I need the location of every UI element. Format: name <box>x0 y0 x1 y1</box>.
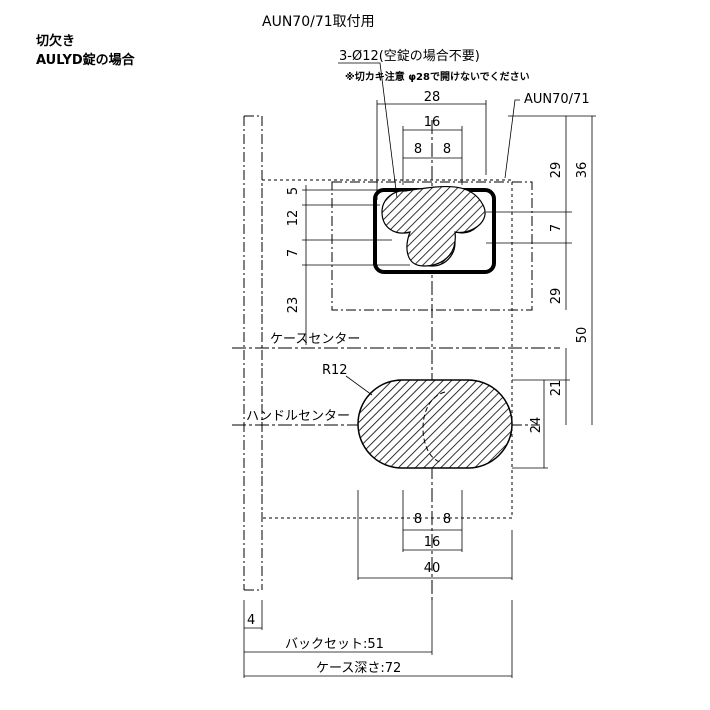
handle-stadium <box>357 379 513 469</box>
case-depth-label: ケース深さ:72 <box>316 661 401 676</box>
radius-label: R12 <box>322 363 348 378</box>
outer-frame <box>243 115 263 591</box>
dim-top-28: 28 <box>424 90 441 105</box>
dim-bot-40: 40 <box>424 561 441 576</box>
dim-right-24: 24 <box>529 417 544 434</box>
drawing-title: AUN70/71取付用 <box>262 14 375 30</box>
caution-note: ※切カキ注意 φ28で開けないでください <box>345 70 530 83</box>
header-line-1: 切欠き <box>36 34 76 49</box>
dim-left-5: 5 <box>286 187 301 195</box>
dim-left-12: 12 <box>286 210 301 227</box>
left-dimensions <box>302 185 410 345</box>
handle-center-label: ハンドルセンター <box>246 409 350 424</box>
dim-right-29b: 29 <box>549 288 564 305</box>
backset-label: バックセット:51 <box>285 637 384 652</box>
header-line-2: AULYD錠の場合 <box>36 53 135 68</box>
dim-left-7: 7 <box>286 249 301 257</box>
bottom-dimensions <box>243 490 513 678</box>
top-dimensions <box>338 62 520 200</box>
dim-top-8b: 8 <box>443 142 451 157</box>
dim-right-36: 36 <box>575 162 590 179</box>
dim-right-50: 50 <box>575 327 590 344</box>
dim-left-23: 23 <box>286 297 301 314</box>
dim-bot-8a: 8 <box>414 512 422 527</box>
dim-bot-16: 16 <box>424 535 441 550</box>
right-dimensions <box>486 115 596 469</box>
handle-inner-curve <box>422 391 446 463</box>
case-center-label: ケースセンター <box>270 332 360 347</box>
dim-top-8a: 8 <box>414 142 422 157</box>
dim-right-7: 7 <box>549 224 564 232</box>
dim-top-16: 16 <box>424 115 441 130</box>
dim-thickness-4: 4 <box>247 613 255 628</box>
dim-right-21: 21 <box>549 380 564 397</box>
holes-callout: 3-Ø12(空錠の場合不要) <box>339 49 480 64</box>
dim-bot-8b: 8 <box>443 512 451 527</box>
model-callout: AUN70/71 <box>524 92 590 107</box>
hole-union-outline <box>381 185 486 267</box>
dim-right-29a: 29 <box>549 162 564 179</box>
radius-leader <box>345 375 373 396</box>
